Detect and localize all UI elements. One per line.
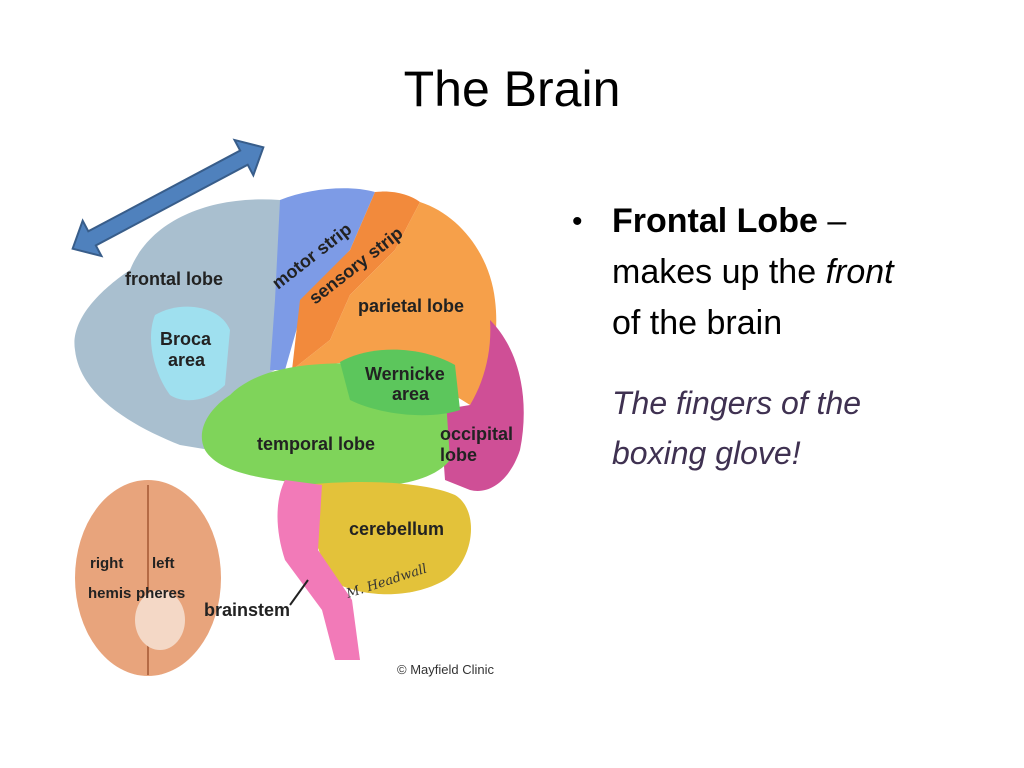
note-line2: boxing glove! [612,434,801,471]
label-wernicke-2: area [392,384,430,404]
bullet-item: • Frontal Lobe – makes up the front of t… [572,196,992,349]
note-line1: The fingers of the [612,385,862,421]
label-occipital-2: lobe [440,445,477,465]
label-cerebellum: cerebellum [349,519,444,539]
bullet-dash: – [817,202,847,240]
label-broca-2: area [168,350,206,370]
top-view-highlight [135,590,185,650]
wernicke-area-region [340,349,460,416]
parietal-lobe-region [292,202,497,405]
double-arrow-icon [71,138,265,258]
broca-area-region [150,306,230,401]
label-temporal-lobe: temporal lobe [257,434,375,454]
label-broca-1: Broca [160,329,212,349]
sensory-strip-region [292,191,420,370]
label-right: right [90,555,123,572]
label-frontal-lobe: frontal lobe [125,269,223,289]
label-parietal-lobe: parietal lobe [358,296,464,316]
brain-diagram: frontal lobe motor strip sensory strip p… [74,188,524,677]
note-text: The fingers of the boxing glove! [572,379,992,478]
label-wernicke-1: Wernicke [365,364,445,384]
cerebellum-region [305,482,472,595]
bullet-heading: Frontal Lobe [612,202,818,240]
slide-title: The Brain [403,61,621,117]
bullet-dot-icon: • [572,205,583,238]
bullet-list: • Frontal Lobe – makes up the front of t… [572,196,992,478]
label-occipital-1: occipital [440,424,513,444]
bullet-line1-em: front [825,253,894,291]
label-left: left [152,555,175,572]
bullet-line1-pre: makes up the [612,253,826,291]
brainstem-region [277,480,360,660]
image-credit: © Mayfield Clinic [397,662,494,677]
label-brainstem: brainstem [204,600,290,620]
bullet-line2: of the brain [612,304,783,342]
occipital-lobe-region [440,320,524,491]
bullet-text: Frontal Lobe – makes up the front of the… [612,196,992,349]
label-hemis: hemis [88,585,131,602]
label-pheres: pheres [136,585,185,602]
brainstem-pointer [289,579,309,606]
